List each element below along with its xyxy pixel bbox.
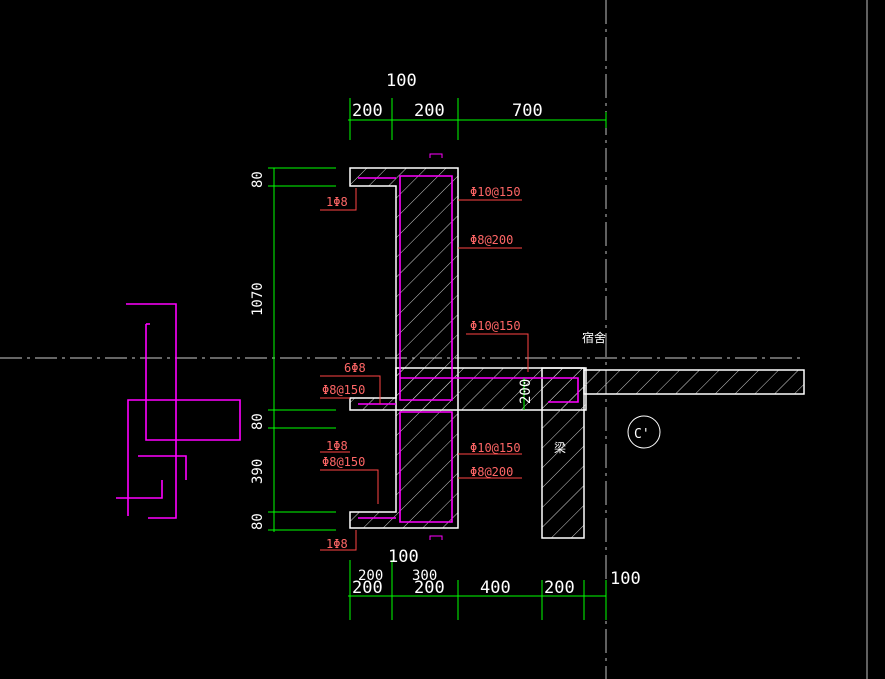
floor-slab (583, 369, 805, 395)
dim-bottom-right: 100 (610, 569, 641, 589)
dim-top-seg-3: 700 (512, 101, 543, 121)
rebar-label-lower-left-2: Φ8@150 (322, 455, 365, 469)
rebar-label-upper-2: Φ8@200 (470, 233, 513, 247)
dim-bottom-upper-seg-1: 200 (358, 568, 383, 584)
dim-bottom-seg-2: 200 (414, 578, 445, 598)
rebar-label-lower-right-2: Φ8@200 (470, 465, 513, 479)
rebar-label-lower-right-1: Φ10@150 (470, 441, 521, 455)
concrete-section (349, 167, 805, 539)
dim-left-seg-2: 1070 (250, 282, 266, 316)
rebar-detail (116, 303, 241, 519)
dim-left-seg-3: 80 (250, 413, 266, 430)
dimension-lines (268, 98, 607, 620)
upper-wall-section (349, 167, 459, 529)
dim-left-seg-5: 80 (250, 513, 266, 530)
dim-top-overall: 100 (386, 71, 417, 91)
dim-left-seg-1: 80 (250, 171, 266, 188)
dim-top-seg-1: 200 (352, 101, 383, 121)
upper-stirrup (399, 175, 453, 401)
axis-bubble (627, 415, 661, 449)
lower-stirrup (399, 411, 453, 523)
rebar-label-lower-left-1: 1Φ8 (326, 439, 348, 453)
dim-top-seg-2: 200 (414, 101, 445, 121)
rebar-label-middle-right: Φ10@150 (470, 319, 521, 333)
rebar-label-middle-left-1: 6Φ8 (344, 361, 366, 375)
section-markers (429, 153, 443, 540)
dim-beam-height: 200 (518, 379, 534, 404)
rebar-lines (358, 175, 579, 523)
rebar-label-middle-left-2: Φ8@150 (322, 383, 365, 397)
beam-section (541, 367, 585, 539)
rebar-label-top-left: 1Φ8 (326, 195, 348, 209)
dim-bottom-upper-overall: 100 (388, 547, 419, 567)
axis-label: C' (634, 427, 650, 442)
dim-bottom-seg-4: 200 (544, 578, 575, 598)
frame-lines (605, 0, 868, 679)
slab-rebar (400, 377, 579, 403)
dim-left-seg-4: 390 (250, 459, 266, 484)
beam-mark-label: 梁 (554, 440, 566, 455)
dim-bottom-seg-1: 200 (352, 578, 383, 598)
room-label: 宿舍 (582, 330, 606, 345)
rebar-label-upper-1: Φ10@150 (470, 185, 521, 199)
rebar-label-bottom-left: 1Φ8 (326, 537, 348, 551)
leader-lines (320, 188, 529, 551)
dim-bottom-seg-3: 400 (480, 578, 511, 598)
dim-bottom-upper-seg-2: 300 (412, 568, 437, 584)
